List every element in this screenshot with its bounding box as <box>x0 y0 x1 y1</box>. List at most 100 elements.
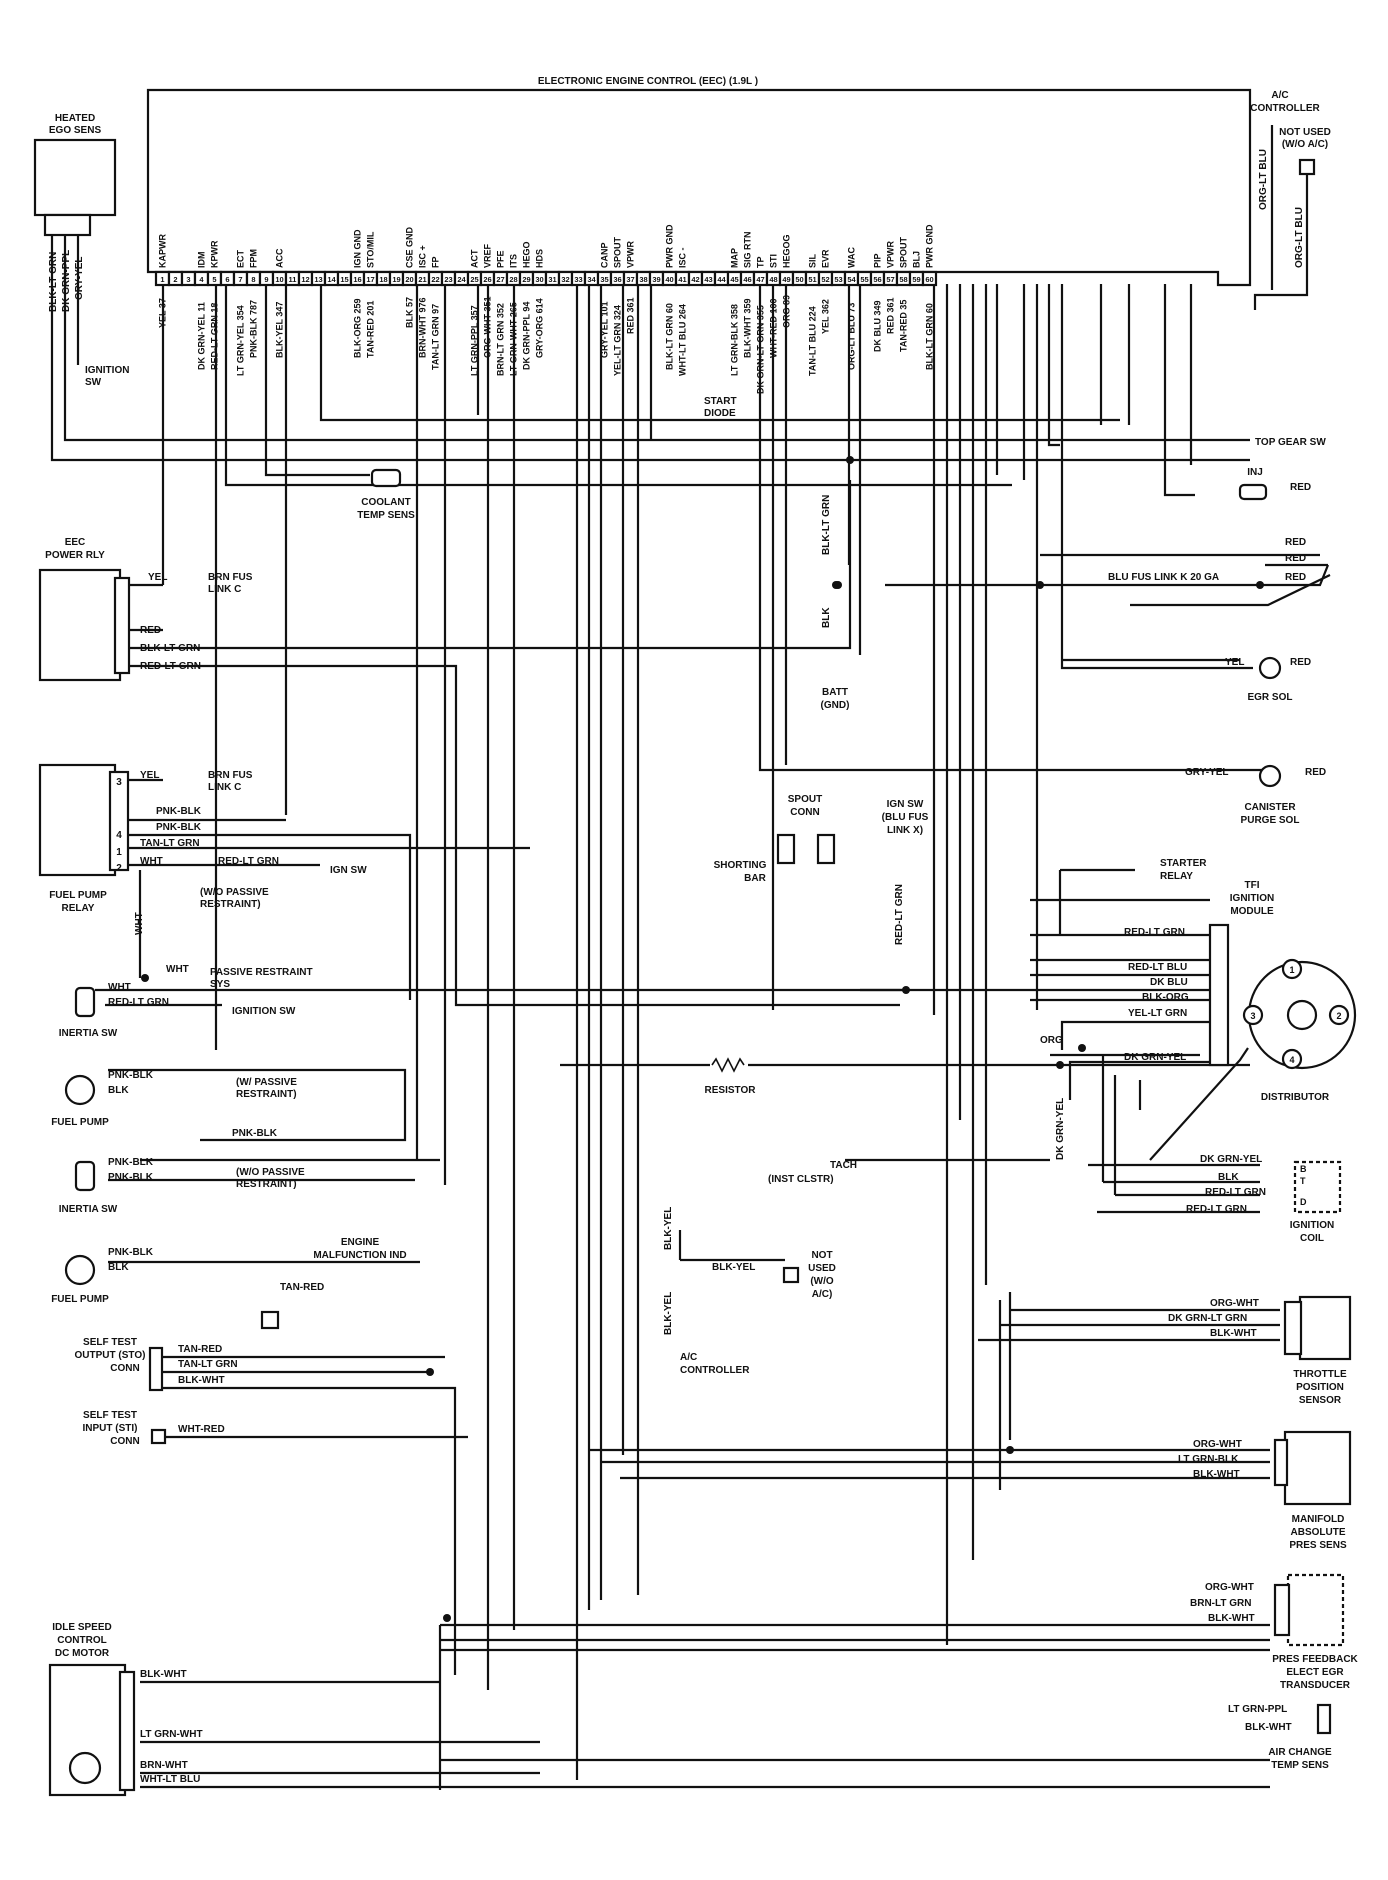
svg-text:WHT: WHT <box>166 964 189 975</box>
svg-text:ORG-WHT: ORG-WHT <box>1193 1439 1242 1450</box>
svg-text:(W/O: (W/O <box>810 1276 834 1287</box>
svg-text:(W/O PASSIVE: (W/O PASSIVE <box>200 887 269 898</box>
svg-text:PNK-BLK: PNK-BLK <box>156 806 202 817</box>
svg-text:ORG-WHT: ORG-WHT <box>1205 1582 1254 1593</box>
eec-pin-number: 46 <box>743 275 751 284</box>
svg-text:(GND): (GND) <box>821 700 850 711</box>
svg-text:RELAY: RELAY <box>1160 871 1193 882</box>
svg-text:PNK-BLK: PNK-BLK <box>108 1157 154 1168</box>
svg-text:SELF TEST: SELF TEST <box>83 1410 137 1421</box>
eec-wire-color-label: YEL 362 <box>821 299 831 334</box>
eec-pin-number: 53 <box>834 275 842 284</box>
svg-text:START: START <box>704 396 737 407</box>
heated-ego-sensor: HEATED EGO SENS BLK-LT GRN DK GRN-PPL GR… <box>33 113 129 388</box>
eec-pin-number: 3 <box>186 275 190 284</box>
svg-text:COOLANT: COOLANT <box>361 497 410 508</box>
eec-pin-function-label: KPWR <box>210 240 220 268</box>
svg-text:WHT-RED: WHT-RED <box>178 1424 225 1435</box>
eec-pin-number: 44 <box>717 275 726 284</box>
svg-text:IGNITION SW: IGNITION SW <box>232 1006 296 1017</box>
svg-text:SELF TEST: SELF TEST <box>83 1337 137 1348</box>
svg-text:LT GRN-PPL: LT GRN-PPL <box>1228 1704 1287 1715</box>
eec-pin-function-label: FP <box>431 256 441 268</box>
svg-text:PRES SENS: PRES SENS <box>1289 1540 1347 1551</box>
svg-text:A/C): A/C) <box>812 1289 833 1300</box>
eec-pin-function-label: SPOUT <box>899 236 909 268</box>
eec-wire-color-label: BLK-LT GRN 60 <box>925 303 935 370</box>
eec-pin-number: 49 <box>782 275 790 284</box>
svg-text:PURGE SOL: PURGE SOL <box>1241 815 1300 826</box>
engine-malfunction-indicator: ENGINE MALFUNCTION IND TAN-RED <box>260 1237 407 1330</box>
eec-pin-number: 48 <box>769 275 777 284</box>
svg-text:RED-LT GRN: RED-LT GRN <box>1124 927 1185 938</box>
eec-pin-function-label: SPOUT <box>613 236 623 268</box>
eec-pin-number: 4 <box>199 275 204 284</box>
svg-text:DK GRN-YEL: DK GRN-YEL <box>1200 1154 1262 1165</box>
svg-text:NOT USED: NOT USED <box>1279 127 1331 138</box>
eec-pin-function-label: HDS <box>535 249 545 268</box>
eec-wire-color-label: BLK-ORG 259 <box>353 298 363 358</box>
eec-pin-number: 47 <box>756 275 764 284</box>
eec-pin-function-label: BLJ <box>912 251 922 268</box>
svg-text:RED-LT GRN: RED-LT GRN <box>1205 1187 1266 1198</box>
eec-pin-function-label: CSE GND <box>405 226 415 268</box>
svg-text:ORG-LT BLU: ORG-LT BLU <box>1294 207 1305 268</box>
svg-text:BLK-WHT: BLK-WHT <box>1210 1328 1257 1339</box>
svg-text:BLK-WHT: BLK-WHT <box>1208 1613 1255 1624</box>
svg-text:INERTIA SW: INERTIA SW <box>59 1028 118 1039</box>
svg-text:BRN-WHT: BRN-WHT <box>140 1760 188 1771</box>
svg-text:LT GRN-WHT: LT GRN-WHT <box>140 1729 203 1740</box>
eec-pin-number: 25 <box>470 275 478 284</box>
svg-text:(W/O PASSIVE: (W/O PASSIVE <box>236 1167 305 1178</box>
eec-power-relay: EEC POWER RLY YEL BRN FUS LINK C RED BLK… <box>38 537 253 682</box>
canister-purge-solenoid: GRY-YEL RED CANISTER PURGE SOL <box>1185 764 1326 826</box>
eec-pin-function-label: PFE <box>496 250 506 268</box>
eec-pin-number: 37 <box>626 275 634 284</box>
eec-wire-color-label: BLK 57 <box>405 297 415 328</box>
tach-inst-clstr: TACH (INST CLSTR) <box>768 1160 857 1185</box>
throttle-position-sensor: ORG-WHT DK GRN-LT GRN BLK-WHT THROTTLE P… <box>1168 1295 1352 1406</box>
injector: INJ RED <box>1238 467 1311 501</box>
eec-pin-number: 55 <box>860 275 868 284</box>
svg-text:RESISTOR: RESISTOR <box>705 1085 757 1096</box>
eec-pin-number: 34 <box>587 275 596 284</box>
svg-text:2: 2 <box>116 863 122 874</box>
svg-text:CONN: CONN <box>790 807 819 818</box>
svg-text:LINK C: LINK C <box>208 782 241 793</box>
svg-text:SW: SW <box>85 377 102 388</box>
eec-wire-color-label: RED 361 <box>886 297 896 334</box>
eec-pin-number: 42 <box>691 275 699 284</box>
eec-pin-function-label: WAC <box>847 247 857 268</box>
eec-wire-color-label: BRN-WHT 976 <box>418 297 428 358</box>
eec-pin-number: 38 <box>639 275 647 284</box>
eec-pin-number: 15 <box>340 275 348 284</box>
svg-text:INERTIA SW: INERTIA SW <box>59 1204 118 1215</box>
coolant-temp-sensor: COOLANT TEMP SENS <box>357 468 415 521</box>
svg-text:TACH: TACH <box>830 1160 857 1171</box>
svg-text:B: B <box>1300 1164 1307 1174</box>
eec-pin-function-label: PWR GND <box>925 224 935 268</box>
eec-pin-number: 11 <box>289 275 297 284</box>
svg-text:RED: RED <box>1285 553 1306 564</box>
start-diode-label: START DIODE <box>704 396 737 419</box>
svg-text:YEL: YEL <box>1225 657 1244 668</box>
svg-text:(W/ PASSIVE: (W/ PASSIVE <box>236 1077 297 1088</box>
svg-text:FUEL PUMP: FUEL PUMP <box>51 1117 109 1128</box>
eec-wire-color-label: YEL-LT GRN 324 <box>613 305 623 376</box>
eec-pin-number: 14 <box>327 275 336 284</box>
eec-pin-number: 18 <box>379 275 387 284</box>
svg-text:SENSOR: SENSOR <box>1299 1395 1342 1406</box>
eec-pin-number: 13 <box>314 275 322 284</box>
svg-text:IGN SW: IGN SW <box>330 865 367 876</box>
eec-pin-number: 1 <box>160 275 164 284</box>
svg-text:RED: RED <box>1290 482 1311 493</box>
svg-text:PNK-BLK: PNK-BLK <box>156 822 202 833</box>
svg-text:RESTRAINT): RESTRAINT) <box>236 1179 297 1190</box>
svg-text:EGR SOL: EGR SOL <box>1247 692 1292 703</box>
svg-text:BLK-ORG: BLK-ORG <box>1142 992 1189 1003</box>
svg-text:DK GRN-YEL: DK GRN-YEL <box>1124 1052 1186 1063</box>
eec-pin-number: 21 <box>418 275 426 284</box>
svg-text:NOT: NOT <box>811 1250 832 1261</box>
eec-pin-number: 31 <box>548 275 556 284</box>
